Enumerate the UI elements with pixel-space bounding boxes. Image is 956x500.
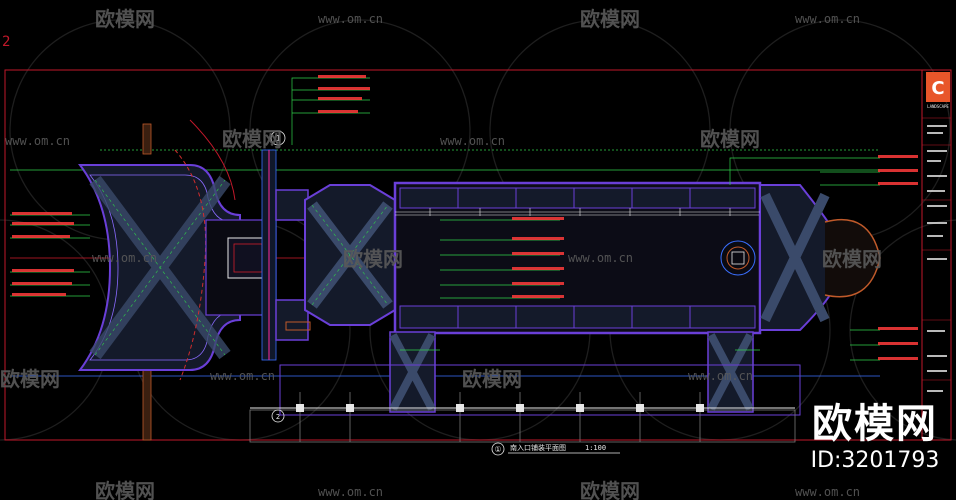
- left-plaza: [78, 119, 241, 381]
- watermark-url: www.om.cn: [92, 251, 157, 265]
- plan-title-block: ① 南入口铺装平面图 1:100: [491, 442, 620, 456]
- section-mark-b: 2: [276, 413, 280, 421]
- annotation-label-blocks: [12, 75, 918, 360]
- brand-overlay: 欧模网 ID:3201793: [800, 402, 950, 474]
- watermark-url: www.om.cn: [568, 251, 633, 265]
- watermark-url: www.om.cn: [795, 12, 860, 26]
- corner-number: 2: [2, 34, 10, 50]
- middle-plaza: [304, 184, 396, 326]
- watermark-url: www.om.cn: [688, 369, 753, 383]
- watermark-brand: 欧模网: [462, 367, 522, 391]
- watermark-brand: 欧模网: [700, 127, 760, 151]
- right-plaza: [720, 184, 881, 331]
- brand-overlay-id: ID:3201793: [810, 448, 940, 473]
- watermarks: 欧模网 www.om.cn 欧模网 www.om.cn www.om.cn 欧模…: [0, 7, 882, 500]
- watermark-url: www.om.cn: [5, 134, 70, 148]
- watermark-url: www.om.cn: [318, 485, 383, 499]
- gateway-pavilion: [205, 149, 277, 361]
- section-marks: 1 2: [270, 130, 286, 421]
- title-logo-letter: C: [931, 78, 944, 99]
- bottom-building: [249, 331, 801, 443]
- watermark-brand: 欧模网: [580, 479, 640, 500]
- watermark-brand: 欧模网: [580, 7, 640, 31]
- plan-title-prefix: ①: [494, 445, 501, 454]
- drawing-frame: [4, 69, 952, 441]
- watermark-brand: 欧模网: [0, 367, 60, 391]
- title-company: LANDSCAPE: [927, 104, 949, 109]
- watermark-brand: 欧模网: [95, 7, 155, 31]
- watermark-brand: 欧模网: [822, 247, 882, 271]
- watermark-url: www.om.cn: [210, 369, 275, 383]
- watermark-url: www.om.cn: [318, 12, 383, 26]
- dimension-line: [395, 208, 760, 216]
- watermark-brand: 欧模网: [95, 479, 155, 500]
- plan-title: 南入口铺装平面图: [510, 443, 566, 452]
- watermark-url: www.om.cn: [795, 485, 860, 499]
- title-block: C LANDSCAPE: [922, 72, 951, 392]
- watermark-brand: 欧模网: [343, 247, 403, 271]
- plan-scale: 1:100: [585, 444, 606, 452]
- watermark-url: www.om.cn: [440, 134, 505, 148]
- brand-overlay-name: 欧模网: [812, 401, 938, 447]
- connector: [275, 189, 311, 341]
- watermark-brand: 欧模网: [222, 127, 282, 151]
- walkway: [393, 181, 762, 335]
- section-mark-a: 1: [276, 134, 281, 143]
